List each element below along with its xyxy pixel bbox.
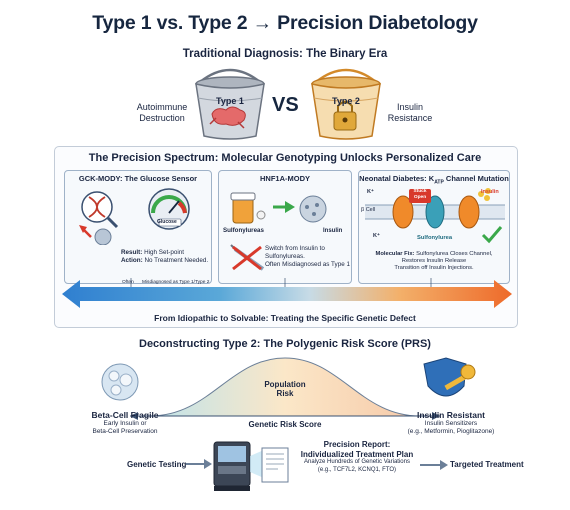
insulin-resistant-1: Insulin Sensitizers [424, 420, 478, 427]
type1-bucket-label: Type 1 [216, 96, 244, 106]
sulfonylureas-label: Sulfonylureas [223, 227, 264, 234]
hnf1a-text-3: Often Misdiagnosed as Type 1 [265, 261, 350, 268]
result-label: Result: [121, 249, 143, 256]
gck-illustration [79, 188, 190, 245]
precision-report-sub-1: Analyze Hundreds of Genetic Variations [304, 459, 410, 465]
gauge-label: Glucose [157, 219, 177, 225]
genetic-testing-label: Genetic Testing [127, 460, 187, 469]
population-risk-label: Population Risk [255, 380, 315, 398]
panel-hnf1a-mody: HNF1A-MODY Sulfonylureas Insulin Switch … [218, 170, 352, 284]
binary-era-heading: Traditional Diagnosis: The Binary Era [182, 48, 388, 60]
stuck-text: Stuck [413, 189, 427, 194]
beta-cell-fragile: Beta-Cell Fragile Early Insulin or Beta-… [70, 410, 180, 436]
fix-text-1: Sulfonylurea Closes Channel, [416, 251, 493, 257]
resistance-text: Resistance [387, 113, 433, 123]
prs-heading: Deconstructing Type 2: The Polygenic Ris… [139, 338, 431, 350]
page-title: Type 1 vs. Type 2 → Precision Diabetolog… [92, 12, 478, 34]
precision-report-title-2: Individualized Treatment Plan [300, 449, 414, 459]
sulfonylurea-label: Sulfonylurea [417, 235, 453, 241]
precision-report-sub-2: (e.g., TCF7L2, KCNQ1, FTO) [317, 466, 397, 473]
hnf1a-text-1: Switch from Insulin to [265, 245, 325, 252]
insulin-label-p3: Insulin [481, 189, 499, 195]
stuck-open-badge: Stuck Open [409, 189, 431, 200]
misdiagnosed-label: Misdiagnosed as Type 1/Type 2 [142, 280, 210, 285]
insulin-label-p2: Insulin [323, 228, 343, 234]
action-value: No Treatment Needed. [144, 257, 209, 264]
beta-cell-fragile-1: Early Insulin or [103, 420, 147, 427]
insulin-resistance-label: Insulin Resistance [380, 102, 440, 124]
neonatal-fix-text: Molecular Fix: Sulfonylurea Closes Chann… [363, 251, 505, 272]
prs-curve [101, 357, 476, 420]
spectrum-arrow [62, 278, 512, 308]
sequencer-report-icon [186, 441, 289, 491]
often-label: Often [122, 280, 134, 285]
gck-result: Result: High Set-point Action: No Treatm… [121, 249, 209, 265]
targeted-treatment-label: Targeted Treatment [450, 460, 524, 469]
type1-bucket-icon [195, 68, 265, 140]
fix-label: Molecular Fix: [375, 251, 415, 257]
vs-text: VS [272, 94, 299, 116]
precision-report: Precision Report: Individualized Treatme… [292, 440, 422, 474]
hnf1a-text-2: Sulfonylureas. [265, 253, 305, 260]
k-plus-top: K⁺ [367, 189, 374, 195]
type2-bucket-icon [311, 68, 381, 140]
beta-cell-fragile-2: Beta-Cell Preservation [92, 428, 158, 435]
beta-cell-fragile-title: Beta-Cell Fragile [91, 410, 159, 420]
panel-hnf1a-title: HNF1A-MODY [260, 174, 310, 183]
result-value: High Set-point [144, 249, 184, 256]
panel-neonatal: Neonatal Diabetes: KATP Channel Mutation… [358, 170, 510, 284]
action-label: Action: [121, 257, 143, 264]
insulin-text: Insulin [396, 102, 423, 112]
type2-bucket-label: Type 2 [332, 96, 360, 106]
precision-report-title-1: Precision Report: [323, 440, 391, 449]
insulin-resistant: Insulin Resistant Insulin Sensitizers (e… [386, 410, 516, 436]
insulin-resistant-title: Insulin Resistant [416, 410, 485, 420]
panel-neonatal-title: Neonatal Diabetes: KATP Channel Mutation [359, 174, 509, 186]
beta-cell-label: β Cell [361, 207, 376, 213]
panel-gck-mody: GCK-MODY: The Glucose Sensor Glucose Res… [64, 170, 212, 284]
fix-text-2: Restores Insulin Release [401, 258, 467, 264]
open-text: Open [413, 194, 427, 200]
spectrum-caption: From Idiopathic to Solvable: Treating th… [154, 313, 416, 323]
population-text: Population [264, 380, 306, 389]
flow-arrow-icon [420, 460, 448, 470]
autoimmune-label: Autoimmune Destruction [122, 102, 202, 124]
hnf1a-text: Switch from Insulin to Sulfonylureas. Of… [265, 245, 351, 269]
destruction-text: Destruction [139, 113, 185, 123]
neonatal-title-end: Channel Mutation [443, 174, 509, 183]
panel-gck-title: GCK-MODY: The Glucose Sensor [78, 174, 198, 183]
genetic-risk-score-label: Genetic Risk Score [248, 420, 322, 429]
neonatal-title-main: Neonatal Diabetes: K [359, 174, 435, 183]
insulin-resistant-2: (e.g., Metformin, Pioglitazone) [407, 428, 495, 435]
hnf1a-illustration [230, 192, 327, 271]
katp-channel-illustration [365, 188, 505, 244]
neonatal-title-sub: ATP [434, 179, 444, 186]
k-plus-bottom: K⁺ [373, 233, 380, 239]
spectrum-heading: The Precision Spectrum: Molecular Genoty… [88, 152, 482, 164]
autoimmune-text: Autoimmune [136, 102, 188, 112]
fix-text-3: Transition off Insulin Injections. [394, 265, 474, 271]
risk-text: Risk [276, 389, 294, 398]
